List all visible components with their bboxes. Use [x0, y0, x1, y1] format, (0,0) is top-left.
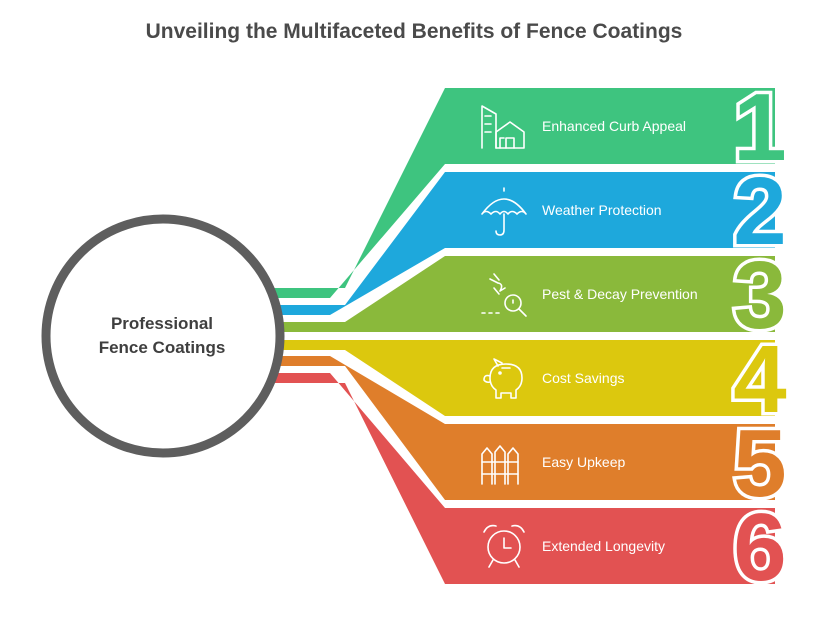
benefit-band-6: [270, 373, 775, 584]
benefit-number-4: 4: [733, 326, 786, 433]
benefit-number-1: 1: [733, 74, 786, 181]
center-circle: [41, 214, 285, 458]
benefit-band-3: [270, 256, 775, 332]
benefit-number-2: 2: [733, 158, 786, 265]
benefit-band-2: [270, 172, 775, 315]
umbrella-icon: [481, 187, 527, 236]
house-buildings-icon: [481, 105, 525, 149]
benefit-label-2: Weather Protection: [542, 202, 662, 218]
benefit-label-1: Enhanced Curb Appeal: [542, 118, 686, 134]
center-label-line2: Fence Coatings: [98, 338, 226, 357]
center-label: Professional Fence Coatings: [62, 312, 262, 360]
benefit-label-6: Extended Longevity: [542, 538, 665, 554]
piggy-bank-icon: [483, 358, 523, 399]
benefit-label-4: Cost Savings: [542, 370, 625, 386]
benefit-band-5: [270, 356, 775, 500]
benefit-label-3: Pest & Decay Prevention: [542, 286, 698, 302]
diagram-title: Unveiling the Multifaceted Benefits of F…: [145, 20, 683, 43]
benefit-number-5: 5: [733, 410, 786, 517]
fence-icon: [481, 445, 519, 485]
benefit-label-5: Easy Upkeep: [542, 454, 626, 470]
bug-magnifier-icon: [481, 273, 527, 317]
benefit-band-1: [270, 88, 775, 298]
benefit-number-6: 6: [733, 494, 786, 601]
center-label-line1: Professional: [110, 314, 214, 333]
benefit-number-3: 3: [733, 242, 786, 349]
alarm-clock-icon: [483, 524, 525, 568]
